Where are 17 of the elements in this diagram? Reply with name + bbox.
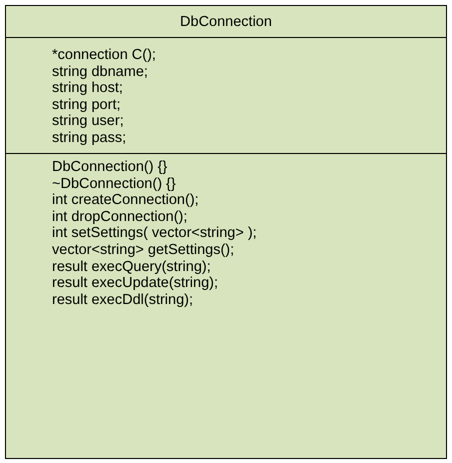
member-text: string pass;	[52, 130, 126, 147]
member-text: int dropConnection();	[52, 208, 188, 226]
member-text: int setSettings( vector<string> );	[52, 225, 257, 242]
class-box	[5, 5, 447, 458]
member-text: string dbname;	[52, 64, 148, 80]
member-text: *connection C();	[52, 47, 156, 64]
member-text: result execDdl(string);	[52, 292, 194, 308]
member-text: string user;	[52, 113, 124, 130]
member-text: vector<string> getSettings();	[52, 242, 234, 259]
member-text: string host;	[52, 80, 123, 97]
member-text: result execQuery(string);	[52, 258, 211, 276]
member-text: DbConnection() {}	[52, 159, 168, 176]
member-text: string port;	[52, 96, 120, 114]
member-text: int createConnection();	[52, 192, 199, 209]
member-text: ~DbConnection() {}	[52, 176, 176, 192]
class-name: DbConnection	[179, 14, 273, 31]
member-text: result execUpdate(string);	[52, 275, 218, 292]
